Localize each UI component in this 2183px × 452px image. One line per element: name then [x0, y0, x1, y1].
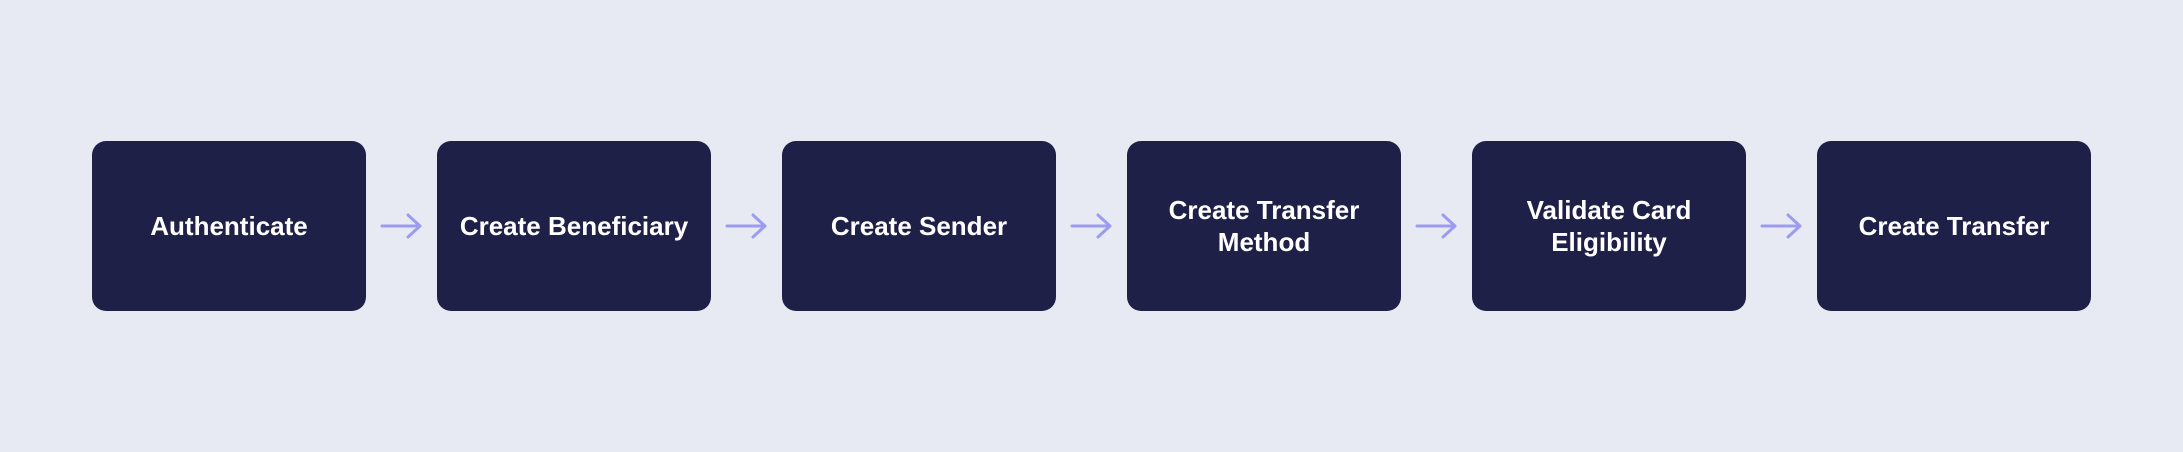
- process-flow: Authenticate Create Beneficiary Create S…: [92, 141, 2091, 311]
- step-label: Authenticate: [150, 211, 308, 241]
- connector: [1401, 141, 1472, 311]
- step-label: Validate Card Eligibility: [1526, 195, 1692, 257]
- step-label: Create Transfer Method: [1168, 195, 1360, 257]
- step-create-transfer-method: Create Transfer Method: [1127, 141, 1401, 311]
- step-label: Create Sender: [830, 211, 1008, 241]
- step-create-transfer: Create Transfer: [1817, 141, 2091, 311]
- arrow-right-icon: [1070, 213, 1111, 239]
- arrow-right-icon: [1760, 213, 1801, 239]
- connector: [711, 141, 782, 311]
- connector: [1056, 141, 1127, 311]
- step-create-sender: Create Sender: [782, 141, 1056, 311]
- step-create-beneficiary: Create Beneficiary: [437, 141, 711, 311]
- connector: [1746, 141, 1817, 311]
- step-validate-card-eligibility: Validate Card Eligibility: [1472, 141, 1746, 311]
- arrow-right-icon: [725, 213, 766, 239]
- step-label: Create Transfer: [1858, 211, 2050, 241]
- arrow-right-icon: [380, 213, 421, 239]
- step-label: Create Beneficiary: [459, 211, 689, 241]
- arrow-right-icon: [1415, 213, 1456, 239]
- connector: [366, 141, 437, 311]
- step-authenticate: Authenticate: [92, 141, 366, 311]
